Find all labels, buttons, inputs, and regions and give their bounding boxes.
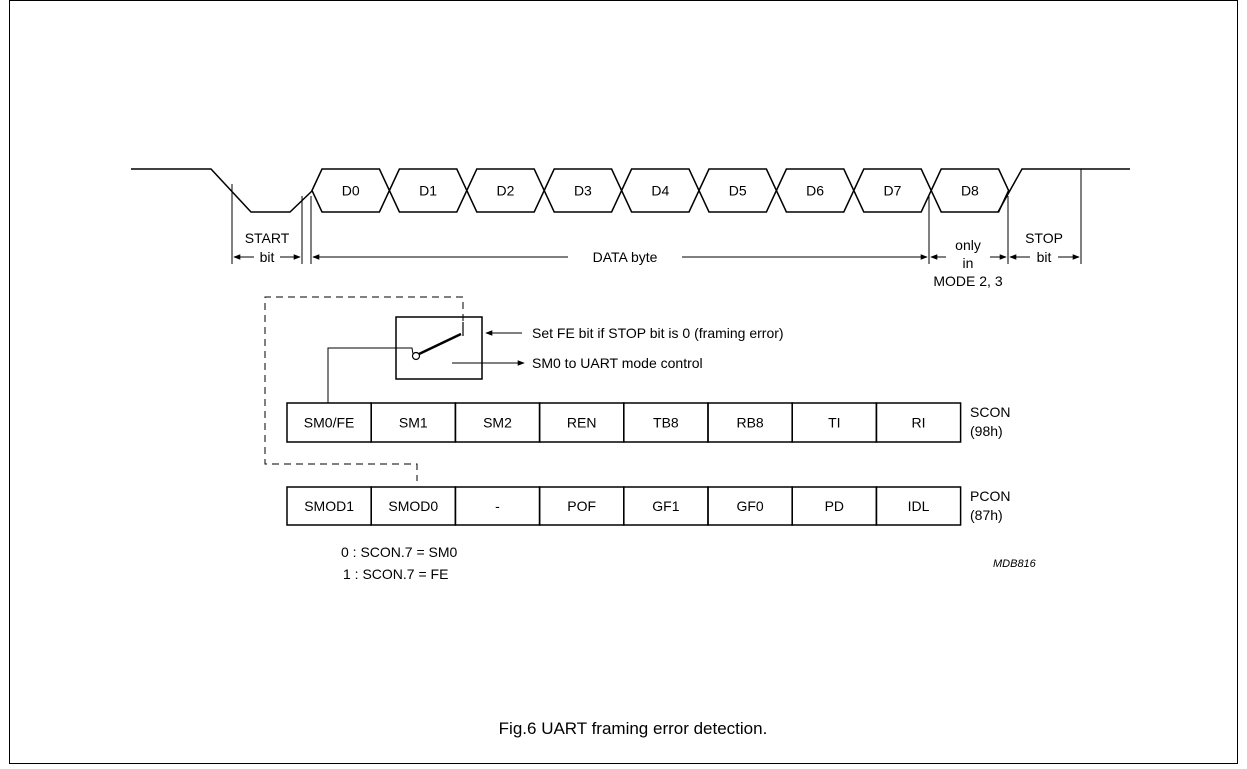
only-label: only [955, 237, 981, 253]
data-bit-label-d7: D7 [884, 183, 902, 199]
dimension-ticks [231, 169, 1082, 264]
mode-label: MODE 2, 3 [933, 273, 1002, 289]
data-bit-label-d1: D1 [419, 183, 437, 199]
data-bit-label-d3: D3 [574, 183, 592, 199]
figure-border [9, 0, 1238, 764]
note-line-1: 1 : SCON.7 = FE [343, 566, 448, 582]
set-fe-text: Set FE bit if STOP bit is 0 (framing err… [532, 325, 784, 341]
scon-cell-label: RI [912, 415, 926, 431]
sm0fe-wire [327, 347, 414, 403]
data-bit-label-d4: D4 [651, 183, 669, 199]
switch-blade [418, 332, 462, 356]
pcon-cell-label: IDL [908, 498, 930, 514]
scon-register: SM0/FE SM1 SM2 REN TB8 RB8 TI RI SCON (98h) [286, 402, 1010, 443]
idle-start-line [131, 168, 313, 213]
scon-cell-label: TB8 [653, 415, 679, 431]
scon-cell-label: RB8 [736, 415, 763, 431]
switch-pivot [411, 351, 421, 361]
figure-code: MDB816 [993, 558, 1037, 570]
pcon-cell-label: SMOD1 [304, 498, 354, 514]
in-label: in [963, 255, 974, 271]
scon-name: SCON [970, 404, 1010, 420]
scon-cell-label: SM1 [399, 415, 428, 431]
scon-cell-label: TI [828, 415, 840, 431]
figure-caption: Fig.6 UART framing error detection. [499, 719, 768, 738]
note-line-0: 0 : SCON.7 = SM0 [341, 544, 458, 560]
data-byte-label: DATA byte [593, 249, 658, 265]
data-bit-label-d2: D2 [497, 183, 515, 199]
pcon-cell-box [875, 486, 962, 526]
start-label: START [245, 230, 290, 246]
pcon-cell-label: - [495, 498, 500, 514]
mode-switch [327, 316, 525, 403]
stop-label: STOP [1025, 230, 1063, 246]
data-bit-labels: D0 D1 D2 D3 D4 D5 D6 D7 D8 [342, 183, 979, 199]
data-bit-label-d5: D5 [729, 183, 747, 199]
scon-cell-label: REN [567, 415, 597, 431]
start-bit-label: bit [260, 249, 275, 265]
pcon-name: PCON [970, 488, 1010, 504]
data-bit-cell-d8 [930, 168, 1010, 213]
pcon-address: (87h) [970, 507, 1003, 523]
scon-cell-label: SM2 [483, 415, 512, 431]
data-bit-cells [311, 168, 1010, 213]
scon-cell-box [875, 402, 962, 443]
pcon-cell-label: POF [567, 498, 596, 514]
scon-address: (98h) [970, 423, 1003, 439]
pcon-cell-label: PD [825, 498, 844, 514]
stop-bit-label: bit [1037, 249, 1052, 265]
pcon-cell-label: SMOD0 [388, 498, 438, 514]
pcon-register: SMOD1 SMOD0 - POF GF1 GF0 PD IDL PCON (87h) [286, 486, 1010, 526]
stop-idle-line [997, 168, 1130, 213]
data-bit-label-d6: D6 [806, 183, 824, 199]
pcon-cell-label: GF0 [736, 498, 763, 514]
dashed-link [264, 296, 464, 481]
waveform [131, 168, 1130, 213]
sm0-control-text: SM0 to UART mode control [532, 355, 703, 371]
pcon-cell-label: GF1 [652, 498, 679, 514]
scon-cell-label: SM0/FE [304, 415, 355, 431]
data-bit-label-d0: D0 [342, 183, 360, 199]
data-bit-label-d8: D8 [961, 183, 979, 199]
